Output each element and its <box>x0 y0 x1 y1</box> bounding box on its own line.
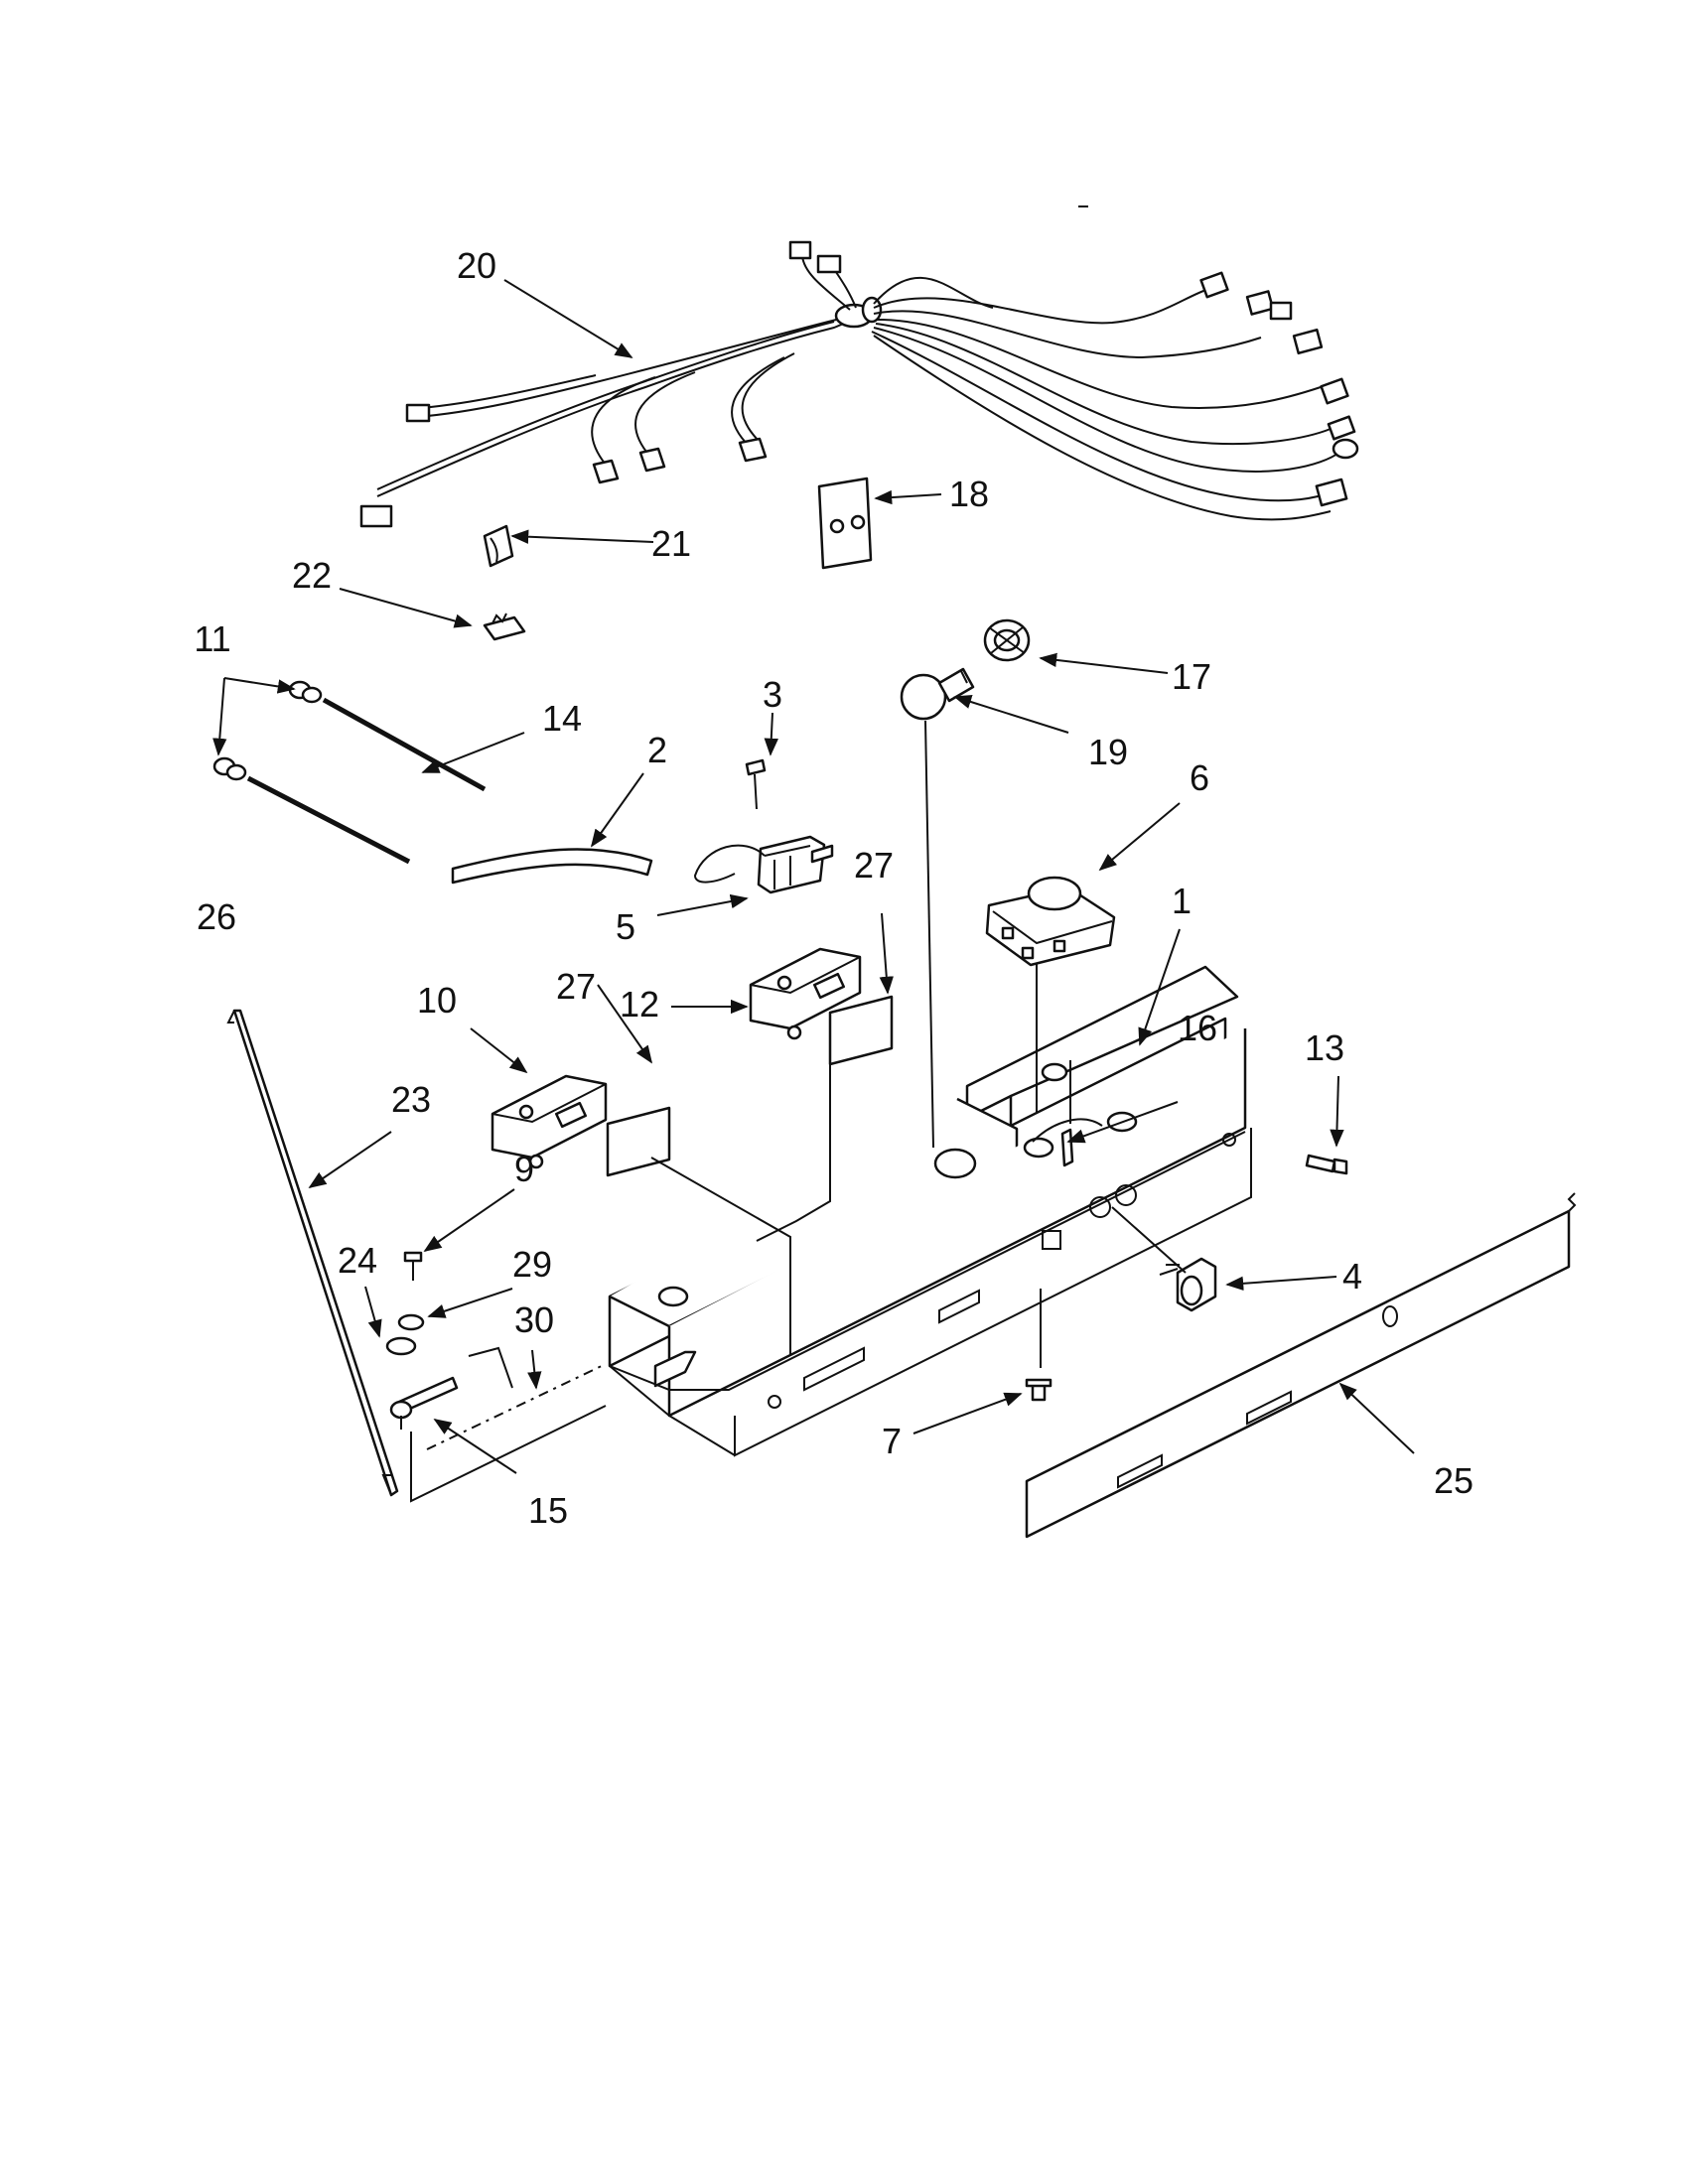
callout-7: 7 <box>882 1421 902 1461</box>
callout-29: 29 <box>512 1244 552 1285</box>
callout-30: 30 <box>514 1299 554 1340</box>
control-knob <box>1159 1257 1217 1312</box>
hinge-hardware <box>385 1251 513 1430</box>
label-left <box>606 1106 671 1177</box>
callout-27a: 27 <box>854 845 894 886</box>
callout-13: 13 <box>1305 1027 1344 1068</box>
callout-16: 16 <box>1178 1008 1217 1048</box>
label-right <box>828 995 894 1066</box>
callout-18: 18 <box>949 474 989 514</box>
small-clip <box>483 613 526 641</box>
screw-13 <box>1305 1154 1348 1175</box>
light-bulb <box>900 667 975 721</box>
rod-assembly <box>212 680 487 865</box>
callout-6: 6 <box>1190 757 1209 798</box>
callout-15: 15 <box>528 1490 568 1531</box>
callout-17: 17 <box>1172 656 1211 697</box>
callout-3: 3 <box>763 674 782 715</box>
callout-4: 4 <box>1342 1256 1362 1297</box>
control-bracket-upper <box>749 947 862 1040</box>
callout-12: 12 <box>620 984 659 1024</box>
callout-19: 19 <box>1088 732 1128 772</box>
screw-7 <box>1025 1378 1052 1402</box>
callout-26: 26 <box>197 896 236 937</box>
callout-labels: 20 21 18 22 17 19 11 14 2 3 26 5 6 27 1 … <box>194 245 1474 1531</box>
callout-14: 14 <box>542 698 582 739</box>
lamp-socket <box>983 618 1031 662</box>
control-housing <box>608 965 1252 1457</box>
callout-1: 1 <box>1172 881 1192 921</box>
callout-25: 25 <box>1434 1460 1474 1501</box>
clip-part <box>483 524 514 568</box>
callout-11: 11 <box>194 618 230 659</box>
mounting-plate <box>817 477 873 570</box>
callout-22: 22 <box>292 555 332 596</box>
wire-harness <box>359 240 1359 528</box>
tube <box>451 848 653 885</box>
leader-arrows <box>212 279 1415 1474</box>
callout-20: 20 <box>457 245 496 286</box>
control-bracket-lower <box>491 1074 608 1169</box>
callout-23: 23 <box>391 1079 431 1120</box>
front-trim-panel <box>1025 1192 1577 1539</box>
callout-27b: 27 <box>556 966 596 1007</box>
defrost-timer <box>985 876 1116 967</box>
callout-9: 9 <box>514 1149 534 1189</box>
callout-2: 2 <box>647 730 667 770</box>
long-strip <box>226 1009 399 1497</box>
switch-assembly <box>693 758 834 894</box>
callout-10: 10 <box>417 980 457 1021</box>
callout-24: 24 <box>338 1240 377 1281</box>
callout-5: 5 <box>616 906 635 947</box>
callout-21: 21 <box>651 523 691 564</box>
